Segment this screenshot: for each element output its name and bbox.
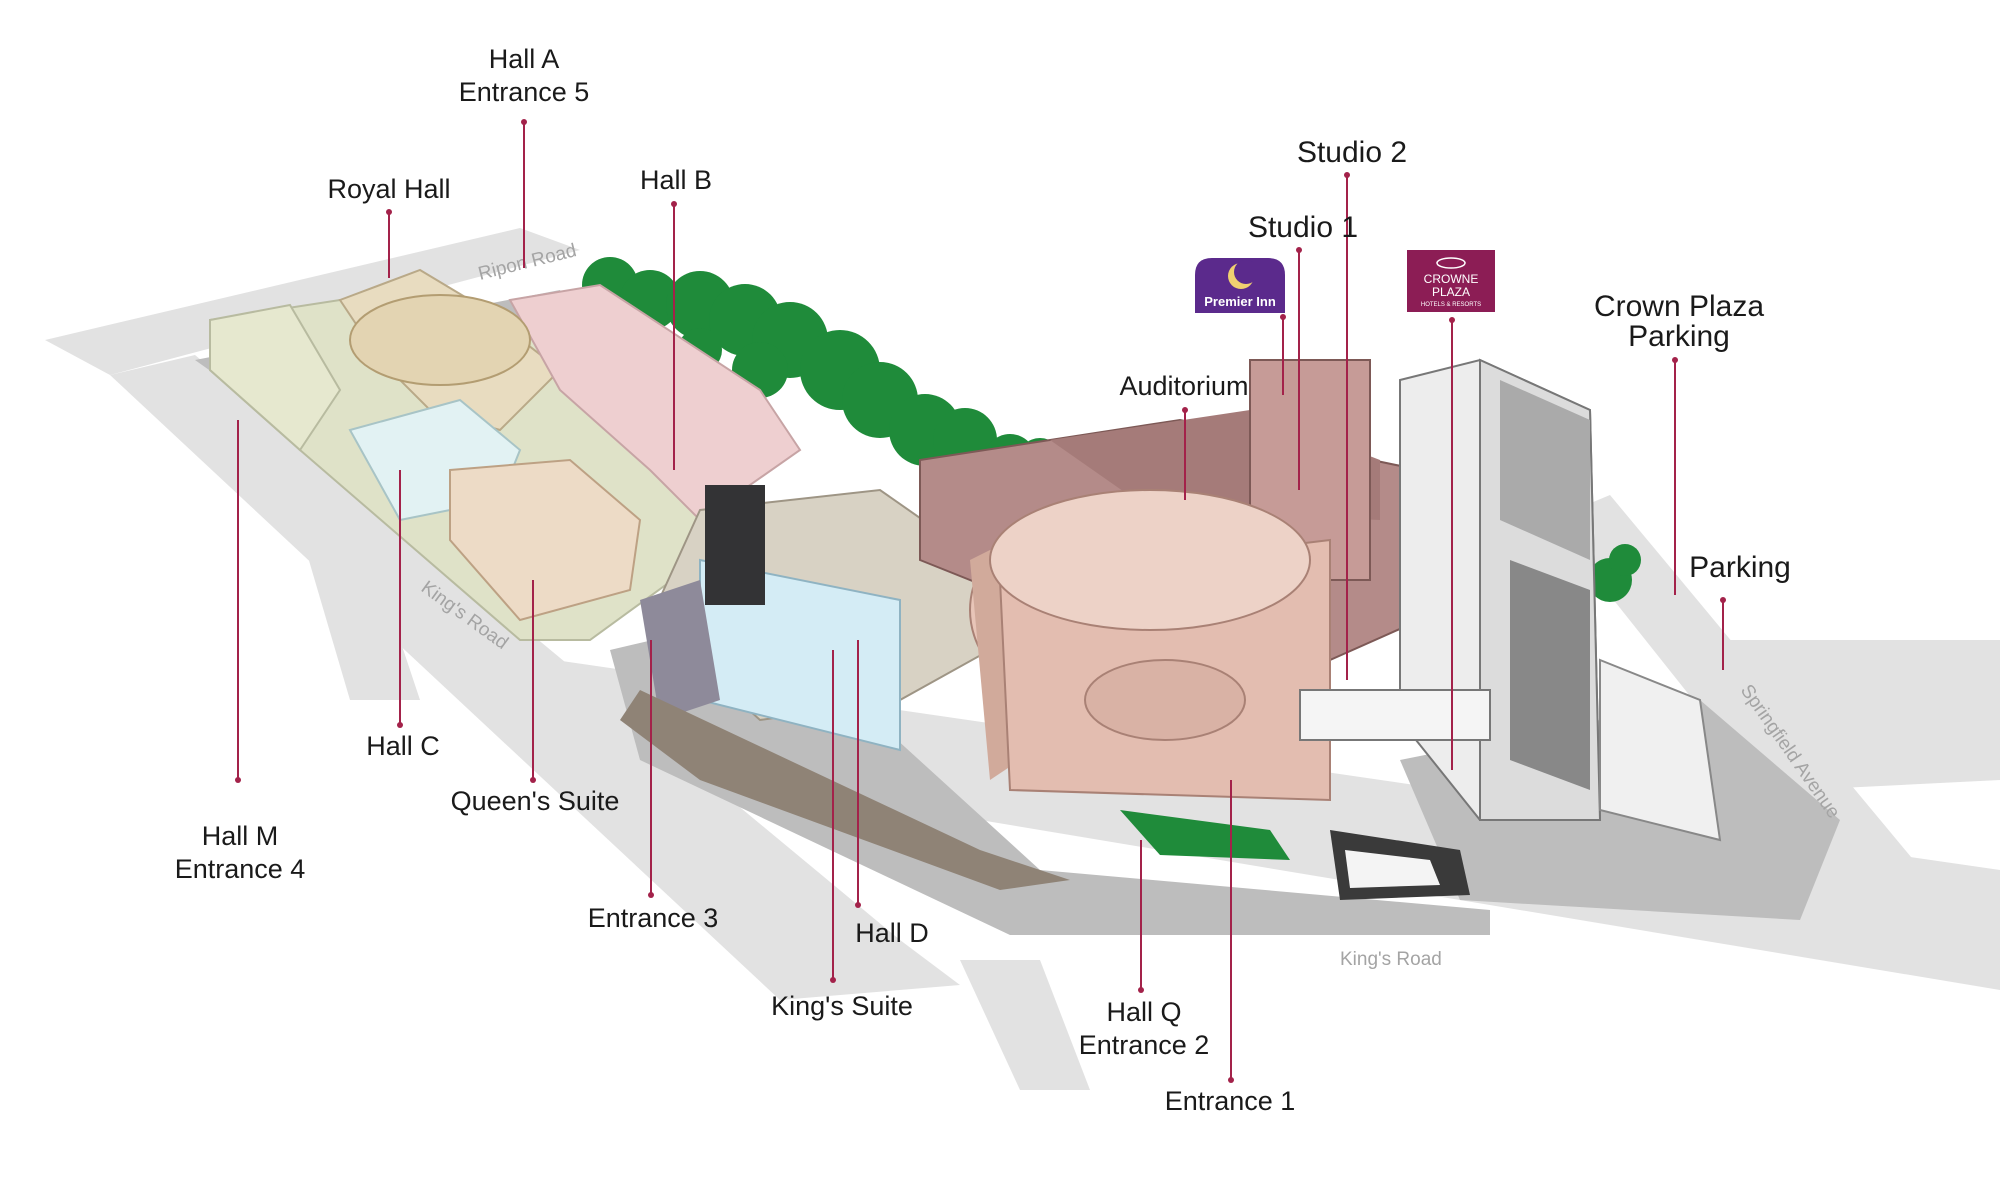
label-hall-m-line1: Hall M — [201, 821, 279, 851]
label-parking[interactable]: Parking — [1689, 551, 1791, 584]
auditorium-building — [919, 359, 1470, 900]
label-hall-b[interactable]: Hall B — [639, 165, 713, 195]
crowne-logo-line3: HOTELS & RESORTS — [1421, 302, 1481, 308]
premier-inn-logo: Premier Inn — [1195, 258, 1285, 313]
crowne-plaza-logo: CROWNE PLAZA HOTELS & RESORTS — [1407, 250, 1495, 312]
label-hall-a[interactable]: Hall A Entrance 5 — [459, 43, 590, 109]
label-crown-plaza-parking-line1: Crown Plaza — [1593, 290, 1765, 323]
premier-inn-logo-text: Premier Inn — [1204, 294, 1276, 309]
label-hall-m[interactable]: Hall M Entrance 4 — [175, 820, 306, 886]
label-queens-suite[interactable]: Queen's Suite — [450, 786, 620, 816]
label-studio-1[interactable]: Studio 1 — [1247, 211, 1359, 244]
label-hall-q-line1: Hall Q — [1106, 997, 1182, 1027]
label-studio-2[interactable]: Studio 2 — [1296, 136, 1408, 169]
label-hall-q-line2: Entrance 2 — [1078, 1030, 1210, 1060]
leader-lines — [235, 119, 1726, 1083]
label-hall-q[interactable]: Hall Q Entrance 2 — [1079, 996, 1210, 1062]
label-entrance-3[interactable]: Entrance 3 — [587, 903, 719, 933]
central-complex — [620, 485, 1070, 890]
label-entrance-1[interactable]: Entrance 1 — [1164, 1086, 1296, 1116]
label-auditorium[interactable]: Auditorium — [1119, 371, 1249, 401]
label-hall-d[interactable]: Hall D — [855, 918, 929, 948]
label-kings-suite[interactable]: King's Suite — [771, 991, 913, 1021]
label-crown-plaza-parking-line2: Parking — [1628, 320, 1730, 353]
crowne-logo-line1: CROWNE — [1424, 272, 1479, 286]
west-complex — [209, 268, 802, 641]
label-hall-a-line1: Hall A — [488, 44, 560, 74]
label-crown-plaza-parking[interactable]: Crown Plaza Parking — [1594, 292, 1764, 352]
label-hall-a-line2: Entrance 5 — [458, 77, 590, 107]
label-hall-c[interactable]: Hall C — [366, 731, 440, 761]
crowne-logo-line2: PLAZA — [1432, 285, 1470, 299]
label-hall-m-line2: Entrance 4 — [174, 854, 306, 884]
label-royal-hall[interactable]: Royal Hall — [327, 174, 451, 204]
hotel-tower — [1299, 358, 1722, 842]
road-label-kings-south: King's Road — [1340, 949, 1442, 970]
